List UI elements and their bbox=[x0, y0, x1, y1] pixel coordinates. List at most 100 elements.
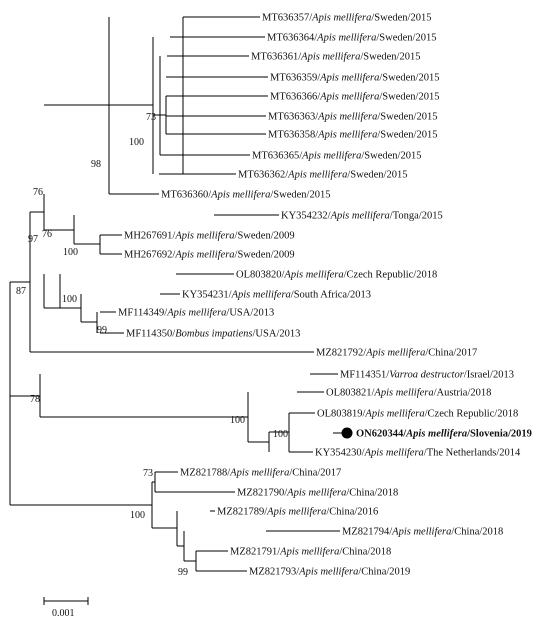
taxon-host: Bombus impatiens bbox=[175, 329, 252, 340]
taxon-accession: ON620344/ bbox=[356, 429, 407, 440]
taxon-origin: /Sweden/2015 bbox=[377, 130, 437, 141]
taxon-origin: /Sweden/2015 bbox=[270, 190, 330, 201]
taxon-accession: MT636358/ bbox=[268, 130, 318, 141]
taxon-label: MT636357/Apis mellifera/Sweden/2015 bbox=[262, 13, 431, 24]
taxon-accession: MZ821794/ bbox=[342, 527, 392, 538]
taxon-origin: /USA/2013 bbox=[226, 308, 274, 319]
taxon-host: Apis mellifera bbox=[210, 190, 270, 201]
taxon-host: Apis mellifera bbox=[364, 448, 424, 459]
taxon-accession: MF114350/ bbox=[126, 329, 175, 340]
taxon-host: Apis mellifera bbox=[287, 170, 347, 181]
taxon-origin: /Sweden/2015 bbox=[360, 52, 420, 63]
taxon-accession: MF114349/ bbox=[118, 308, 167, 319]
taxon-accession: MZ821789/ bbox=[217, 507, 267, 518]
taxon-accession: OL803821/ bbox=[326, 388, 374, 399]
taxon-origin: /Sweden/2009 bbox=[235, 250, 295, 261]
taxon-accession: KY354230/ bbox=[315, 448, 365, 459]
taxon-origin: /Slovenia/2019 bbox=[466, 429, 532, 440]
scale-bar: 0.001 bbox=[43, 597, 89, 619]
taxon-label: MZ821794/Apis mellifera/China/2018 bbox=[342, 527, 503, 538]
bootstrap-value: 97 bbox=[28, 234, 38, 245]
bootstrap-value: 100 bbox=[63, 247, 78, 258]
taxon-origin: /South Africa/2013 bbox=[291, 290, 371, 301]
taxon-origin: /China/2018 bbox=[346, 488, 398, 499]
taxon-accession: MT636363/ bbox=[268, 112, 318, 123]
taxon-host: Apis mellifera bbox=[365, 348, 425, 359]
taxon-accession: OL803820/ bbox=[236, 270, 284, 281]
taxon-label: MT636365/Apis mellifera/Sweden/2015 bbox=[252, 151, 421, 162]
bootstrap-value: 73 bbox=[143, 468, 153, 479]
taxon-accession: OL803819/ bbox=[317, 409, 365, 420]
taxon-origin: /Sweden/2015 bbox=[361, 151, 421, 162]
taxon-host: Apis mellifera bbox=[301, 151, 361, 162]
taxon-accession: MT636366/ bbox=[270, 92, 320, 103]
taxon-host: Apis mellifera bbox=[373, 388, 433, 399]
taxon-accession: MT636364/ bbox=[267, 33, 317, 44]
taxon-origin: /Sweden/2015 bbox=[347, 170, 407, 181]
taxon-host: Apis mellifera bbox=[391, 527, 451, 538]
taxon-host: Apis mellifera bbox=[231, 290, 291, 301]
taxon-origin: /Sweden/2015 bbox=[376, 33, 436, 44]
taxon-host: Apis mellifera bbox=[266, 507, 326, 518]
taxon-label: KY354232/Apis mellifera/Tonga/2015 bbox=[281, 211, 443, 222]
taxon-host: Apis mellifera bbox=[286, 488, 346, 499]
taxon-host: Apis mellifera bbox=[405, 429, 467, 440]
taxon-label: MZ821790/Apis mellifera/China/2018 bbox=[237, 488, 398, 499]
taxon-host: Apis mellifera bbox=[364, 409, 424, 420]
taxon-host: Apis mellifera bbox=[316, 33, 376, 44]
taxon-label: MT636360/Apis mellifera/Sweden/2015 bbox=[161, 190, 330, 201]
taxon-label: KY354230/Apis mellifera/The Netherlands/… bbox=[315, 448, 521, 459]
bootstrap-value: 78 bbox=[30, 394, 40, 405]
taxon-origin: /Austria/2018 bbox=[434, 388, 492, 399]
taxon-label: MT636359/Apis mellifera/Sweden/2015 bbox=[270, 73, 439, 84]
taxon-label: MZ821793/Apis mellifera/China/2019 bbox=[249, 567, 410, 578]
taxon-host: Apis mellifera bbox=[317, 112, 377, 123]
taxon-label: MZ821789/Apis mellifera/China/2016 bbox=[217, 507, 378, 518]
taxon-host: Apis mellifera bbox=[311, 13, 371, 24]
taxon-label: MH267692/Apis mellifera/Sweden/2009 bbox=[124, 250, 295, 261]
taxon-host: Apis mellifera bbox=[319, 92, 379, 103]
bootstrap-value: 100 bbox=[273, 429, 288, 440]
bootstrap-value: 87 bbox=[16, 286, 26, 297]
taxon-origin: /Czech Republic/2018 bbox=[425, 409, 519, 420]
taxon-origin: /The Netherlands/2014 bbox=[424, 448, 521, 459]
scale-bar-label: 0.001 bbox=[52, 608, 75, 619]
taxon-label: MT636364/Apis mellifera/Sweden/2015 bbox=[267, 33, 436, 44]
taxon-host: Apis mellifera bbox=[174, 250, 234, 261]
taxon-origin: /Sweden/2009 bbox=[235, 231, 295, 242]
taxon-host: Varroa destructor bbox=[389, 370, 464, 381]
taxon-label: MT636363/Apis mellifera/Sweden/2015 bbox=[268, 112, 437, 123]
taxon-accession: MT636360/ bbox=[161, 190, 211, 201]
taxon-origin: /Sweden/2015 bbox=[371, 13, 431, 24]
taxon-origin: /Sweden/2015 bbox=[379, 73, 439, 84]
taxon-label: MZ821791/Apis mellifera/China/2018 bbox=[230, 547, 391, 558]
taxon-label: MT636362/Apis mellifera/Sweden/2015 bbox=[238, 170, 407, 181]
taxon-accession: MH267691/ bbox=[124, 231, 175, 242]
tree-branches bbox=[9, 16, 343, 572]
taxon-host: Apis mellifera bbox=[330, 211, 390, 222]
taxon-accession: KY354232/ bbox=[281, 211, 331, 222]
bootstrap-value: 100 bbox=[130, 510, 145, 521]
bootstrap-value: 73 bbox=[146, 112, 156, 123]
bootstrap-value: 76 bbox=[42, 229, 52, 240]
bootstrap-value: 98 bbox=[91, 159, 101, 170]
taxon-origin: /Sweden/2015 bbox=[379, 92, 439, 103]
taxon-origin: /China/2017 bbox=[425, 348, 477, 359]
taxon-origin: /China/2016 bbox=[326, 507, 378, 518]
taxon-origin: /Czech Republic/2018 bbox=[344, 270, 438, 281]
taxon-accession: MF114351/ bbox=[340, 370, 389, 381]
taxon-accession: MZ821793/ bbox=[249, 567, 299, 578]
taxon-origin: /USA/2013 bbox=[253, 329, 301, 340]
taxon-host: Apis mellifera bbox=[298, 567, 358, 578]
taxon-label: MF114349/Apis mellifera/USA/2013 bbox=[118, 308, 274, 319]
taxon-origin: /China/2019 bbox=[358, 567, 410, 578]
taxon-origin: /Tonga/2015 bbox=[390, 211, 443, 222]
taxon-label: MT636361/Apis mellifera/Sweden/2015 bbox=[251, 52, 420, 63]
taxon-accession: KY354231/ bbox=[182, 290, 232, 301]
taxon-host: Apis mellifera bbox=[229, 468, 289, 479]
taxon-host: Apis mellifera bbox=[166, 308, 226, 319]
taxon-origin: /Sweden/2015 bbox=[377, 112, 437, 123]
taxon-accession: MT636357/ bbox=[262, 13, 312, 24]
